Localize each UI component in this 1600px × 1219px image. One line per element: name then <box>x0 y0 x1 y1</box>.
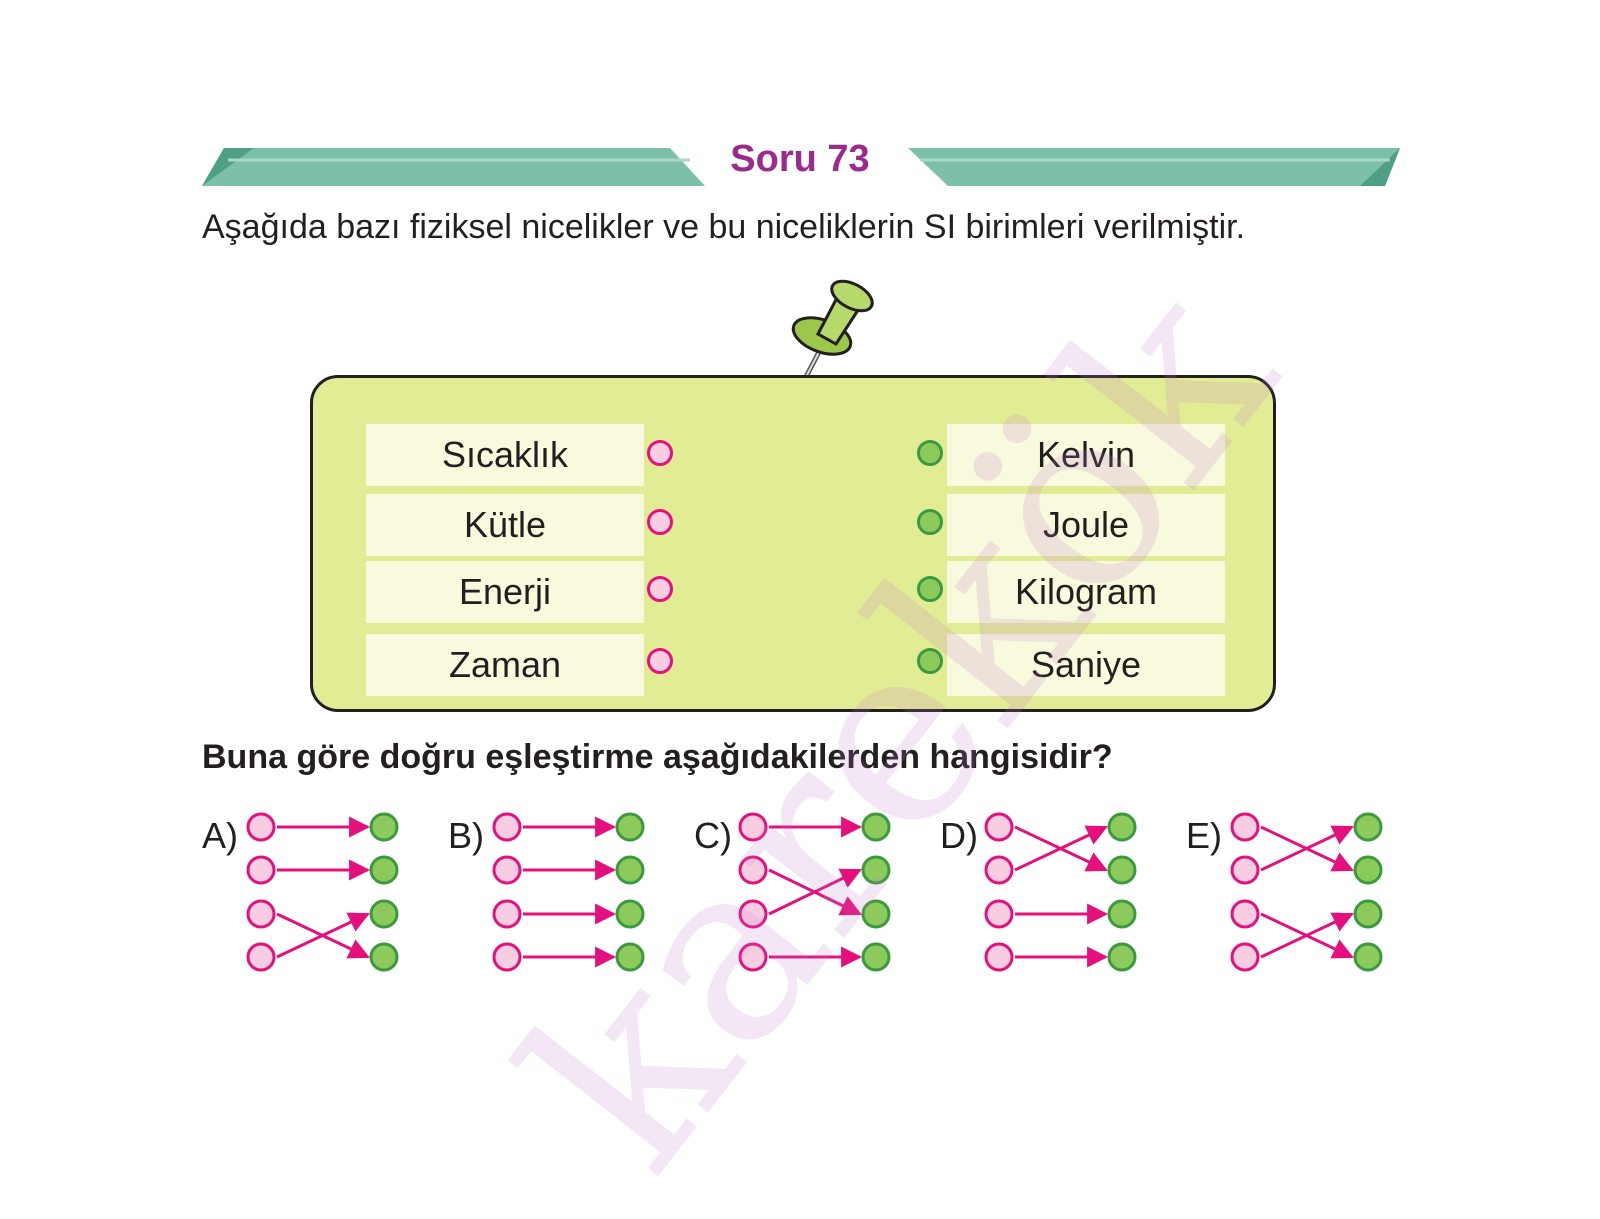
option-a-diagram[interactable] <box>246 810 418 990</box>
unit-dot[interactable] <box>917 440 943 466</box>
green-dot <box>369 899 399 929</box>
pink-dot <box>1230 942 1260 972</box>
unit-dot[interactable] <box>917 576 943 602</box>
quantity-dot[interactable] <box>647 648 673 674</box>
green-dot <box>1107 812 1137 842</box>
quantity-cell: Zaman <box>366 634 644 696</box>
quantity-cell: Sıcaklık <box>366 424 644 486</box>
unit-cell: Saniye <box>947 634 1225 696</box>
quantity-dot[interactable] <box>647 576 673 602</box>
unit-dot[interactable] <box>917 648 943 674</box>
page-title: Soru 73 <box>730 138 870 180</box>
match-arrow <box>1260 912 1354 959</box>
unit-cell: Joule <box>947 494 1225 556</box>
green-dot <box>369 942 399 972</box>
pink-dot <box>738 855 768 885</box>
green-dot <box>1353 812 1383 842</box>
pink-dot <box>492 855 522 885</box>
match-arrow <box>276 912 370 959</box>
green-dot <box>1107 855 1137 885</box>
green-dot <box>615 942 645 972</box>
quantity-dot[interactable] <box>647 509 673 535</box>
green-dot <box>861 899 891 929</box>
pink-dot <box>984 899 1014 929</box>
pink-dot <box>738 942 768 972</box>
pink-dot <box>984 812 1014 842</box>
match-arrow <box>1260 825 1354 872</box>
option-c-diagram[interactable] <box>738 810 910 990</box>
green-dot <box>1353 899 1383 929</box>
green-dot <box>1353 855 1383 885</box>
quantity-dot[interactable] <box>647 440 673 466</box>
pink-dot <box>492 942 522 972</box>
option-label-c[interactable]: C) <box>694 815 732 856</box>
pink-dot <box>984 855 1014 885</box>
unit-cell: Kilogram <box>947 561 1225 623</box>
pink-dot <box>492 899 522 929</box>
green-dot <box>1353 942 1383 972</box>
pink-dot <box>1230 812 1260 842</box>
pink-dot <box>246 855 276 885</box>
green-dot <box>1107 899 1137 929</box>
option-label-e[interactable]: E) <box>1186 815 1222 856</box>
intro-text: Aşağıda bazı fiziksel nicelikler ve bu n… <box>202 208 1246 246</box>
title-banner <box>202 148 1400 186</box>
option-d-diagram[interactable] <box>984 810 1156 990</box>
pink-dot <box>1230 855 1260 885</box>
quantity-cell: Kütle <box>366 494 644 556</box>
quantity-cell: Enerji <box>366 561 644 623</box>
green-dot <box>615 899 645 929</box>
green-dot <box>615 812 645 842</box>
pink-dot <box>738 812 768 842</box>
pink-dot <box>738 899 768 929</box>
pink-dot <box>246 942 276 972</box>
push-pin-icon <box>791 279 874 403</box>
pink-dot <box>492 812 522 842</box>
question-text: Buna göre doğru eşleştirme aşağıdakilerd… <box>202 738 1113 776</box>
option-label-d[interactable]: D) <box>940 815 978 856</box>
match-arrow <box>1014 825 1108 872</box>
green-dot <box>369 812 399 842</box>
green-dot <box>861 812 891 842</box>
matching-board: Sıcaklık Kütle Enerji Zaman Kelvin Joule… <box>310 375 1276 712</box>
green-dot <box>861 942 891 972</box>
pink-dot <box>984 942 1014 972</box>
pink-dot <box>246 899 276 929</box>
option-label-b[interactable]: B) <box>448 815 484 856</box>
pink-dot <box>1230 899 1260 929</box>
option-e-diagram[interactable] <box>1230 810 1402 990</box>
green-dot <box>861 855 891 885</box>
green-dot <box>615 855 645 885</box>
pink-dot <box>246 812 276 842</box>
match-arrow <box>768 868 862 916</box>
unit-cell: Kelvin <box>947 424 1225 486</box>
unit-dot[interactable] <box>917 509 943 535</box>
green-dot <box>1107 942 1137 972</box>
option-b-diagram[interactable] <box>492 810 664 990</box>
green-dot <box>369 855 399 885</box>
option-label-a[interactable]: A) <box>202 815 238 856</box>
